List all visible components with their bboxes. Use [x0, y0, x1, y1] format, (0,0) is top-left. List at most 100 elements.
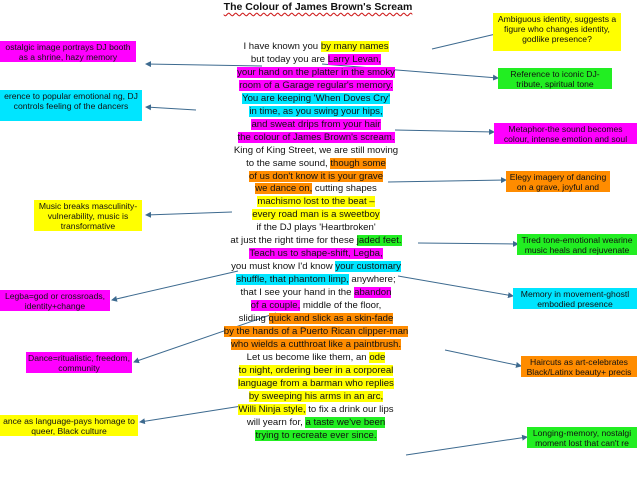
annotation-arrow — [431, 31, 501, 50]
poem-line: shuffle, that phantom limp, anywhere; — [198, 274, 434, 287]
highlighted-phrase: language from a barman who replies — [238, 377, 394, 389]
note-memory-movement: Memory in movement-ghostl embodied prese… — [513, 288, 637, 309]
highlighted-phrase: your customary — [335, 261, 401, 273]
poem-line: I have known you by many names — [198, 41, 434, 54]
highlighted-phrase: by many names — [320, 41, 389, 52]
highlighted-phrase: jaded feet. — [356, 235, 402, 247]
poem-line: King of King Street, we are still moving — [198, 145, 434, 158]
poem-text-segment: Let us become like them, an — [246, 351, 370, 363]
highlighted-phrase: Teach us to shape-shift, Legba, — [249, 248, 383, 260]
poem-text-segment: but today you are — [250, 53, 328, 65]
poem-line: Teach us to shape-shift, Legba, — [198, 248, 434, 261]
poem-text-segment: at just the right time for these — [230, 235, 357, 247]
annotation-arrow — [133, 312, 277, 364]
poem-text-segment: if the DJ plays 'Heartbroken' — [256, 222, 376, 234]
highlighted-phrase: You are keeping 'When Doves Cry' — [242, 92, 390, 104]
poem-line: in time, as you swing your hips, — [198, 105, 434, 119]
poem-line: we dance on, cutting shapes — [198, 183, 434, 196]
highlighted-phrase: shuffle, that phantom limp, — [236, 274, 349, 286]
note-ambiguous-identity: Ambiguous identity, suggests a figure wh… — [493, 13, 621, 51]
poem-line: you must know I'd know your customary — [198, 261, 434, 274]
note-tired-tone: Tired tone-emotional wearine music heals… — [517, 234, 637, 255]
highlighted-phrase: though some — [330, 157, 386, 169]
annotation-arrow — [145, 104, 197, 111]
annotation-arrow — [145, 211, 233, 218]
annotation-arrow — [397, 275, 514, 299]
poem-line: to the same sound, though some — [198, 157, 434, 171]
annotation-arrow — [417, 240, 519, 247]
poem-text-segment: you must know I'd know — [231, 261, 336, 273]
highlighted-phrase: quick and slick as a skin-fade — [268, 313, 394, 325]
poem-text-segment: anywhere; — [348, 274, 396, 286]
poem-line: by sweeping his arms in an arc, — [198, 390, 434, 404]
highlighted-phrase: Larry Levan, — [327, 53, 382, 65]
note-dance-language: ance as language-pays homage to queer, B… — [0, 415, 138, 436]
poem-line: of us don't know it is your grave — [198, 170, 434, 184]
poem-line: your hand on the platter in the smoky — [198, 66, 434, 80]
poem-line: by the hands of a Puerto Rican clipper-m… — [198, 325, 434, 339]
highlighted-phrase: we dance on, — [255, 183, 313, 195]
note-masculinity: Music breaks masculinity- vulnerability,… — [34, 200, 142, 231]
poem-text-segment: will yearn for, — [246, 416, 306, 428]
poem-line: to night, ordering beer in a corporeal — [198, 364, 434, 378]
highlighted-phrase: ode — [369, 351, 386, 363]
highlighted-phrase: by the hands of a Puerto Rican clipper-m… — [223, 325, 409, 337]
poem-line: at just the right time for these jaded f… — [198, 235, 434, 248]
note-emotional-song: erence to popular emotional ng, DJ contr… — [0, 90, 142, 121]
annotation-arrow — [444, 349, 522, 368]
note-dance-ritual: Dance=ritualistic, freedom, community — [26, 352, 132, 373]
poem-line: that I see your hand in the abandon — [198, 287, 434, 300]
highlighted-phrase: to night, ordering beer in a corporeal — [238, 364, 394, 376]
poem-text-segment: middle of the floor, — [300, 300, 382, 312]
poem-line: but today you are Larry Levan, — [198, 53, 434, 67]
poem-line: will yearn for, a taste we've been — [198, 416, 434, 430]
poem-line: of a couple, middle of the floor, — [198, 300, 434, 313]
annotation-arrow — [321, 63, 499, 81]
note-metaphor-sound: Metaphor-the sound becomes colour, inten… — [494, 123, 637, 144]
note-elegy: Elegy imagery of dancing on a grave, joy… — [506, 171, 610, 192]
annotation-arrow — [145, 61, 263, 68]
poem-line: every road man is a sweetboy — [198, 209, 434, 222]
highlighted-phrase: your hand on the platter in the smoky — [237, 66, 395, 78]
highlighted-phrase: of us don't know it is your grave — [248, 170, 384, 182]
poem-line: sliding quick and slick as a skin-fade — [198, 313, 434, 326]
annotation-arrow — [111, 270, 239, 302]
highlighted-phrase: room of a Garage regular's memory. — [239, 79, 393, 91]
poem-text-segment: I have known you — [243, 41, 321, 52]
poem-line: Let us become like them, an ode — [198, 351, 434, 365]
highlighted-phrase: every road man is a sweetboy — [252, 209, 380, 221]
highlighted-phrase: and sweat drips from your hair — [251, 118, 381, 130]
note-haircuts: Haircuts as art-celebrates Black/Latinx … — [521, 356, 637, 377]
highlighted-phrase: of a couple, — [250, 300, 301, 312]
annotation-arrow — [405, 434, 528, 456]
poem-line: trying to recreate ever since. — [198, 429, 434, 443]
poem-line: and sweat drips from your hair — [198, 118, 434, 132]
highlighted-phrase: trying to recreate ever since. — [255, 429, 377, 441]
poem-text-segment: to fix a drink our lips — [305, 403, 394, 415]
annotation-arrow — [139, 404, 249, 425]
poem-line: if the DJ plays 'Heartbroken' — [198, 222, 434, 235]
poem-line: room of a Garage regular's memory. — [198, 79, 434, 93]
highlighted-phrase: abandon — [354, 287, 392, 299]
poem-text-segment: sliding — [238, 313, 269, 325]
poem-line: You are keeping 'When Doves Cry' — [198, 92, 434, 106]
note-longing: Longing-memory, nostalgi moment lost tha… — [527, 427, 637, 448]
poem-line: the colour of James Brown's scream. — [198, 131, 434, 145]
note-iconic-dj: Reference to iconic DJ-tribute, spiritua… — [498, 68, 612, 89]
poem-line: who wields a cutthroat like a paintbrush… — [198, 338, 434, 352]
poem-line: language from a barman who replies — [198, 377, 434, 391]
poem-text-segment: King of King Street, we are still moving — [233, 144, 399, 156]
note-legba: Legba=god or crossroads, identity+change — [0, 290, 110, 311]
page-title: The Colour of James Brown's Scream — [223, 1, 413, 13]
note-dj-booth-shrine: ostalgic image portrays DJ booth as a sh… — [0, 41, 136, 62]
poem-text-segment: to the same sound, — [246, 157, 331, 169]
annotation-arrow — [387, 177, 507, 184]
highlighted-phrase: Willi Ninja style, — [238, 403, 306, 415]
highlighted-phrase: who wields a cutthroat like a paintbrush… — [230, 338, 402, 350]
poem-line: Willi Ninja style, to fix a drink our li… — [198, 403, 434, 417]
annotation-arrow — [394, 128, 495, 135]
poem-line: machismo lost to the beat – — [198, 196, 434, 209]
